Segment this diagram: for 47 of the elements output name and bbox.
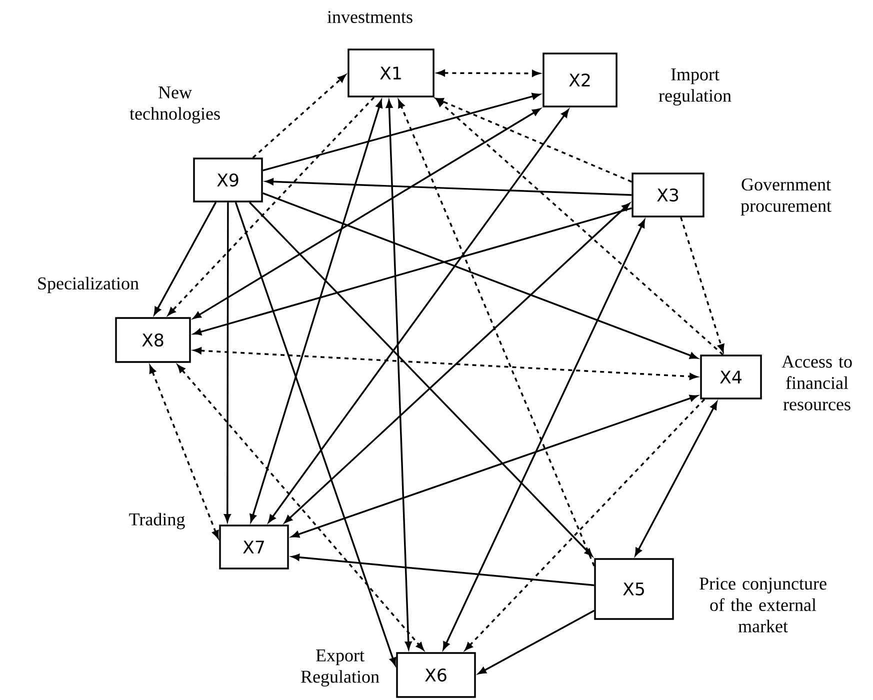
variable-box: X9 [193, 158, 263, 202]
arrow [194, 347, 698, 380]
arrow [268, 109, 569, 523]
arrow [398, 100, 595, 566]
arrow [224, 202, 231, 522]
arrow [680, 217, 724, 352]
node-caption: investments [327, 10, 412, 24]
node-caption: Import regulation [658, 68, 732, 106]
variable-box: X6 [396, 652, 476, 698]
arrow [177, 364, 424, 650]
arrow [284, 202, 630, 524]
node-caption: New technologies [130, 86, 220, 124]
node-caption: Government procurement [740, 178, 832, 216]
node-caption: Price conjuncture of the external market [700, 578, 826, 632]
variable-box: X1 [348, 48, 434, 98]
arrow [249, 202, 593, 556]
node-caption: Specialization [38, 276, 139, 294]
arrow [437, 70, 540, 77]
arrow [168, 96, 375, 316]
node-caption: Trading [129, 512, 185, 530]
arrow [193, 108, 540, 319]
variable-box: X7 [219, 524, 289, 570]
arrow [262, 192, 698, 359]
arrow [386, 100, 412, 650]
arrow [154, 202, 217, 315]
arrow [291, 394, 698, 538]
arrow [436, 98, 724, 356]
arrow [442, 220, 646, 650]
node-caption: Export Regulation [301, 650, 380, 687]
variable-box: X4 [700, 354, 762, 400]
arrow [266, 178, 632, 196]
variable-box: X3 [632, 172, 704, 218]
arrow [252, 74, 346, 158]
arrow [262, 92, 540, 172]
arrow [149, 365, 219, 538]
variable-box: X2 [542, 52, 618, 108]
arrow [250, 100, 382, 522]
arrow [234, 202, 396, 666]
arrow [478, 610, 595, 674]
arrow [436, 98, 632, 183]
node-caption: Access to financial resources [782, 356, 852, 410]
arrow [634, 402, 718, 556]
variable-box: X5 [594, 558, 674, 620]
arrow [292, 554, 594, 586]
arrow [464, 398, 706, 650]
arrow [193, 207, 632, 336]
variable-box: X8 [115, 317, 191, 363]
